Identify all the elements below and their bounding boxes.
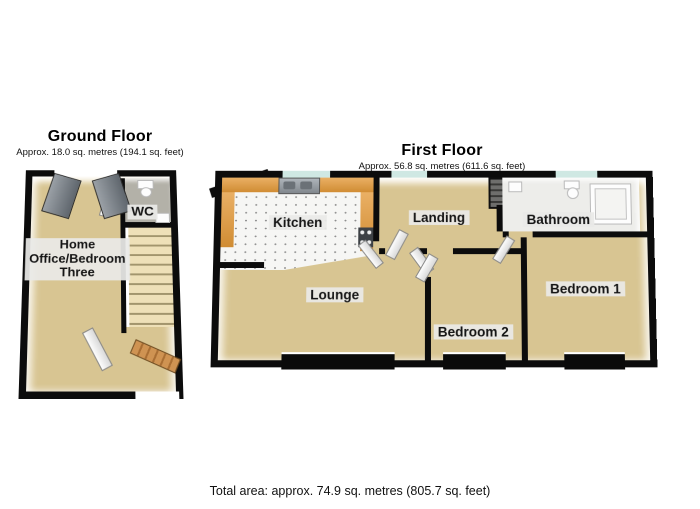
room-label-lounge: Lounge <box>306 287 364 303</box>
bedroom1-window <box>564 352 626 370</box>
room-label-bathroom: Bathroom <box>522 212 595 228</box>
kitchen-lounge-wall-stub <box>220 262 265 268</box>
first-floor-subtitle: Approx. 56.8 sq. metres (611.6 sq. feet) <box>358 161 526 172</box>
bathroom-window <box>553 170 600 178</box>
bathtub-icon <box>589 183 633 225</box>
room-label-landing: Landing <box>408 210 470 226</box>
room-label-kitchen: Kitchen <box>268 215 327 231</box>
kitchen-counter-left <box>220 192 235 248</box>
ground-floor-plan: Home Office/Bedroom Three WC <box>18 170 184 400</box>
toilet-icon-bathroom <box>566 187 579 200</box>
entrance-opening <box>135 391 180 400</box>
sink-basin-right <box>300 181 313 190</box>
sink-icon <box>278 177 321 195</box>
staircase <box>125 227 175 327</box>
bedroom2-window <box>443 352 506 370</box>
ground-floor-subtitle: Approx. 18.0 sq. metres (194.1 sq. feet) <box>16 147 184 158</box>
toilet-icon <box>140 187 152 198</box>
ground-floor-header: Ground Floor Approx. 18.0 sq. metres (19… <box>0 128 200 158</box>
room-label-wc: WC <box>127 204 158 220</box>
lounge-bedroom2-wall <box>424 276 431 361</box>
lounge-window <box>281 352 395 370</box>
room-label-home-office: Home Office/Bedroom Three <box>24 237 130 281</box>
room-label-bedroom2: Bedroom 2 <box>433 324 513 340</box>
ground-floor-title: Ground Floor <box>47 128 153 145</box>
room-label-bedroom1: Bedroom 1 <box>545 281 625 297</box>
bedroom2-bedroom1-wall <box>520 237 528 361</box>
sink-basin-left <box>283 181 296 190</box>
first-floor-plan: Kitchen Landing Bathroom Bedroom 1 <box>209 169 658 370</box>
kitchen-window <box>280 170 333 178</box>
first-floor-title: First Floor <box>401 142 483 159</box>
total-area-note: Total area: approx. 74.9 sq. metres (805… <box>209 484 491 498</box>
bathroom-basin-icon <box>508 181 523 193</box>
landing-window <box>389 170 430 178</box>
first-floor-header: First Floor Approx. 56.8 sq. metres (611… <box>292 142 592 172</box>
